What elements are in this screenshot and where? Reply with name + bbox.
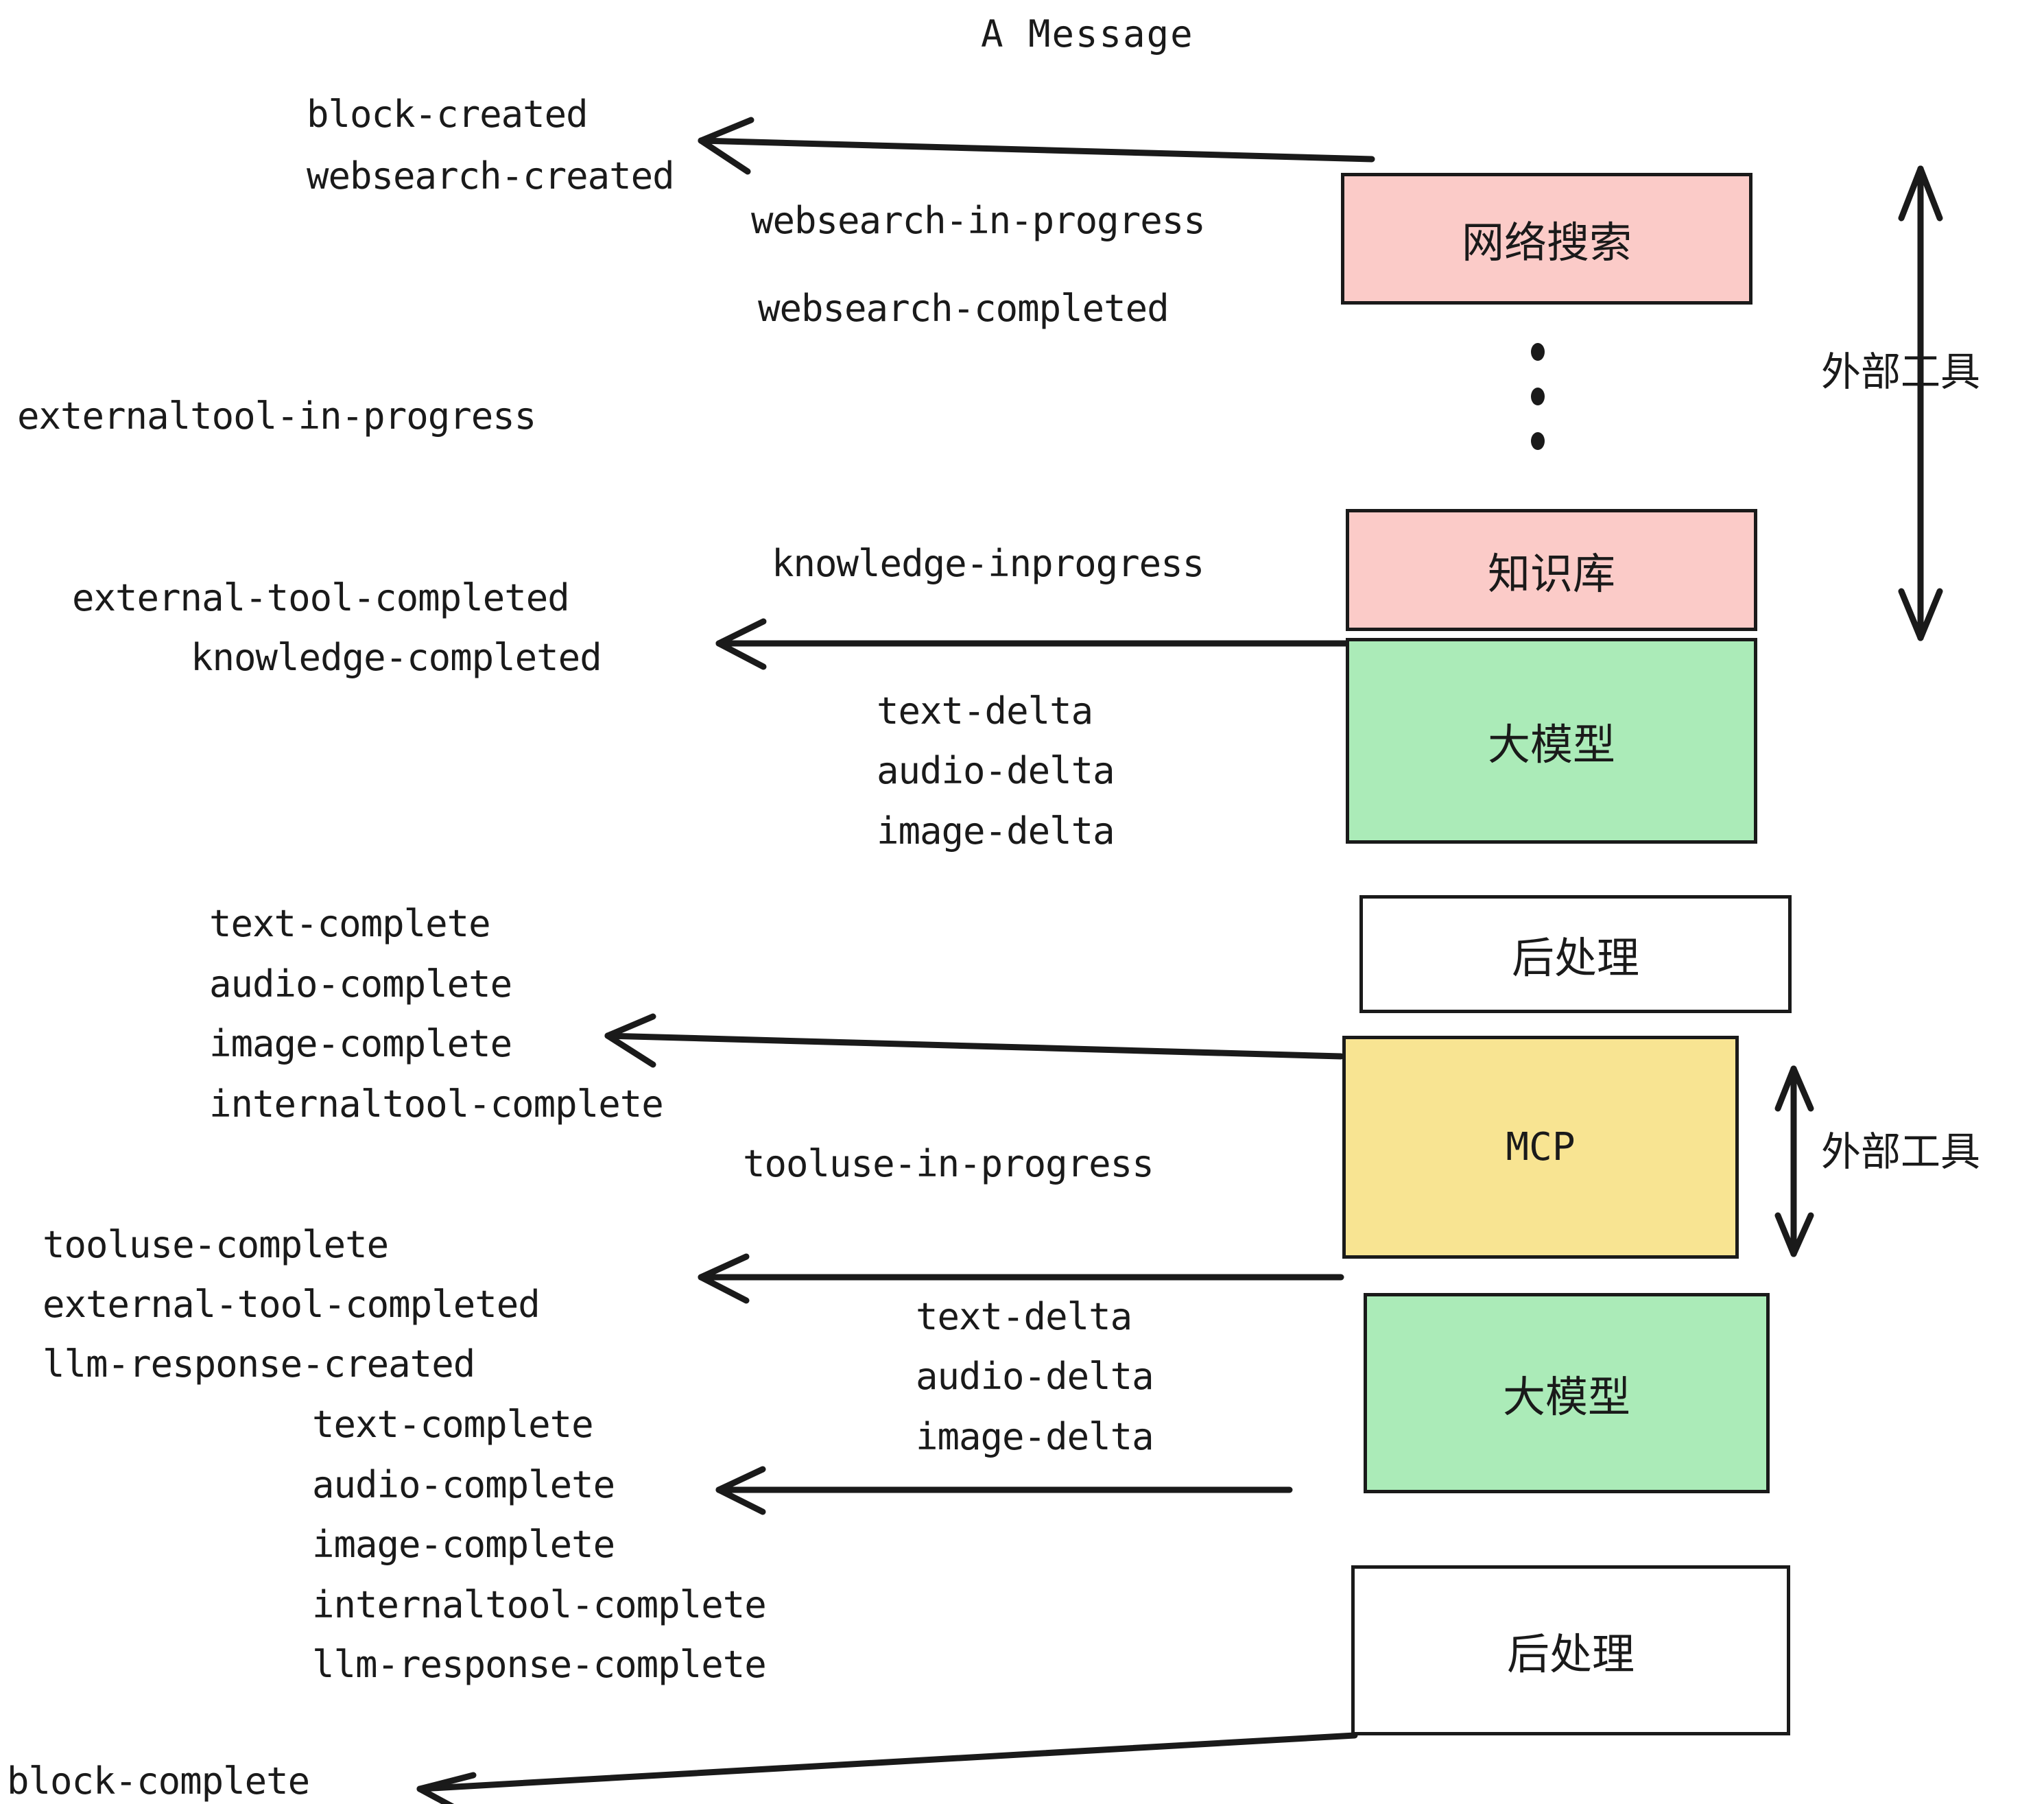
event-knowledge-inprogress: knowledge-inprogress <box>772 542 1204 585</box>
event-text-complete-2: text-complete <box>312 1403 594 1446</box>
event-external-tool-completed-1: external-tool-completed <box>72 576 570 619</box>
box-mcp-label: MCP <box>1506 1125 1576 1170</box>
event-block-created: block-created <box>307 93 589 136</box>
event-image-complete-2: image-complete <box>312 1523 615 1566</box>
event-internaltool-complete-2: internaltool-complete <box>312 1583 767 1626</box>
box-llm-bottom-label: 大模型 <box>1502 1372 1630 1422</box>
event-text-complete-1: text-complete <box>209 902 491 945</box>
event-websearch-created: websearch-created <box>307 154 675 198</box>
event-internaltool-complete-1: internaltool-complete <box>209 1082 664 1126</box>
event-block-complete: block-complete <box>7 1759 310 1803</box>
event-image-delta-2: image-delta <box>916 1415 1154 1458</box>
box-knowledge-label: 知识库 <box>1487 549 1615 599</box>
box-llm-bottom[interactable]: 大模型 <box>1364 1293 1770 1493</box>
arrow-mcp-to-image-complete <box>604 1032 1344 1060</box>
event-audio-delta-2: audio-delta <box>916 1355 1154 1398</box>
event-text-delta-1: text-delta <box>877 689 1093 733</box>
event-tooluse-complete: tooluse-complete <box>43 1223 389 1266</box>
page-title: A Message <box>981 12 1194 56</box>
box-postprocess-bottom[interactable]: 后处理 <box>1351 1565 1790 1735</box>
box-websearch[interactable]: 网络搜索 <box>1341 173 1752 305</box>
event-websearch-in-progress: websearch-in-progress <box>751 199 1206 242</box>
event-audio-complete-1: audio-complete <box>209 962 512 1006</box>
box-llm-top[interactable]: 大模型 <box>1346 638 1757 844</box>
event-llm-response-created: llm-response-created <box>43 1342 475 1386</box>
event-audio-delta-1: audio-delta <box>877 749 1115 792</box>
ellipsis-dot-2 <box>1531 388 1545 405</box>
event-audio-complete-2: audio-complete <box>312 1463 615 1506</box>
arrow-websearch-to-created <box>698 137 1375 163</box>
ellipsis-dot-3 <box>1531 432 1545 450</box>
box-llm-top-label: 大模型 <box>1487 720 1615 770</box>
event-image-complete-1: image-complete <box>209 1022 512 1065</box>
box-knowledge[interactable]: 知识库 <box>1346 509 1757 631</box>
event-knowledge-completed: knowledge-completed <box>191 636 602 679</box>
box-postprocess-top[interactable]: 后处理 <box>1359 895 1792 1013</box>
event-externaltool-in-progress: externaltool-in-progress <box>17 394 536 438</box>
event-llm-response-complete: llm-response-complete <box>312 1643 767 1686</box>
box-postprocess-bottom-label: 后处理 <box>1506 1629 1635 1679</box>
ellipsis-dot-1 <box>1531 343 1545 361</box>
event-image-delta-1: image-delta <box>877 809 1115 853</box>
event-tooluse-in-progress: tooluse-in-progress <box>743 1142 1154 1185</box>
event-websearch-completed: websearch-completed <box>758 287 1169 330</box>
side-label-external-tool-top: 外部工具 <box>1821 348 1981 395</box>
arrow-post-to-block-complete <box>416 1732 1358 1792</box>
box-mcp[interactable]: MCP <box>1342 1036 1739 1259</box>
event-text-delta-2: text-delta <box>916 1295 1132 1338</box>
box-postprocess-top-label: 后处理 <box>1511 933 1639 983</box>
box-websearch-label: 网络搜索 <box>1461 217 1632 268</box>
side-label-external-tool-bottom: 外部工具 <box>1821 1128 1981 1175</box>
event-external-tool-completed-2: external-tool-completed <box>43 1283 540 1326</box>
